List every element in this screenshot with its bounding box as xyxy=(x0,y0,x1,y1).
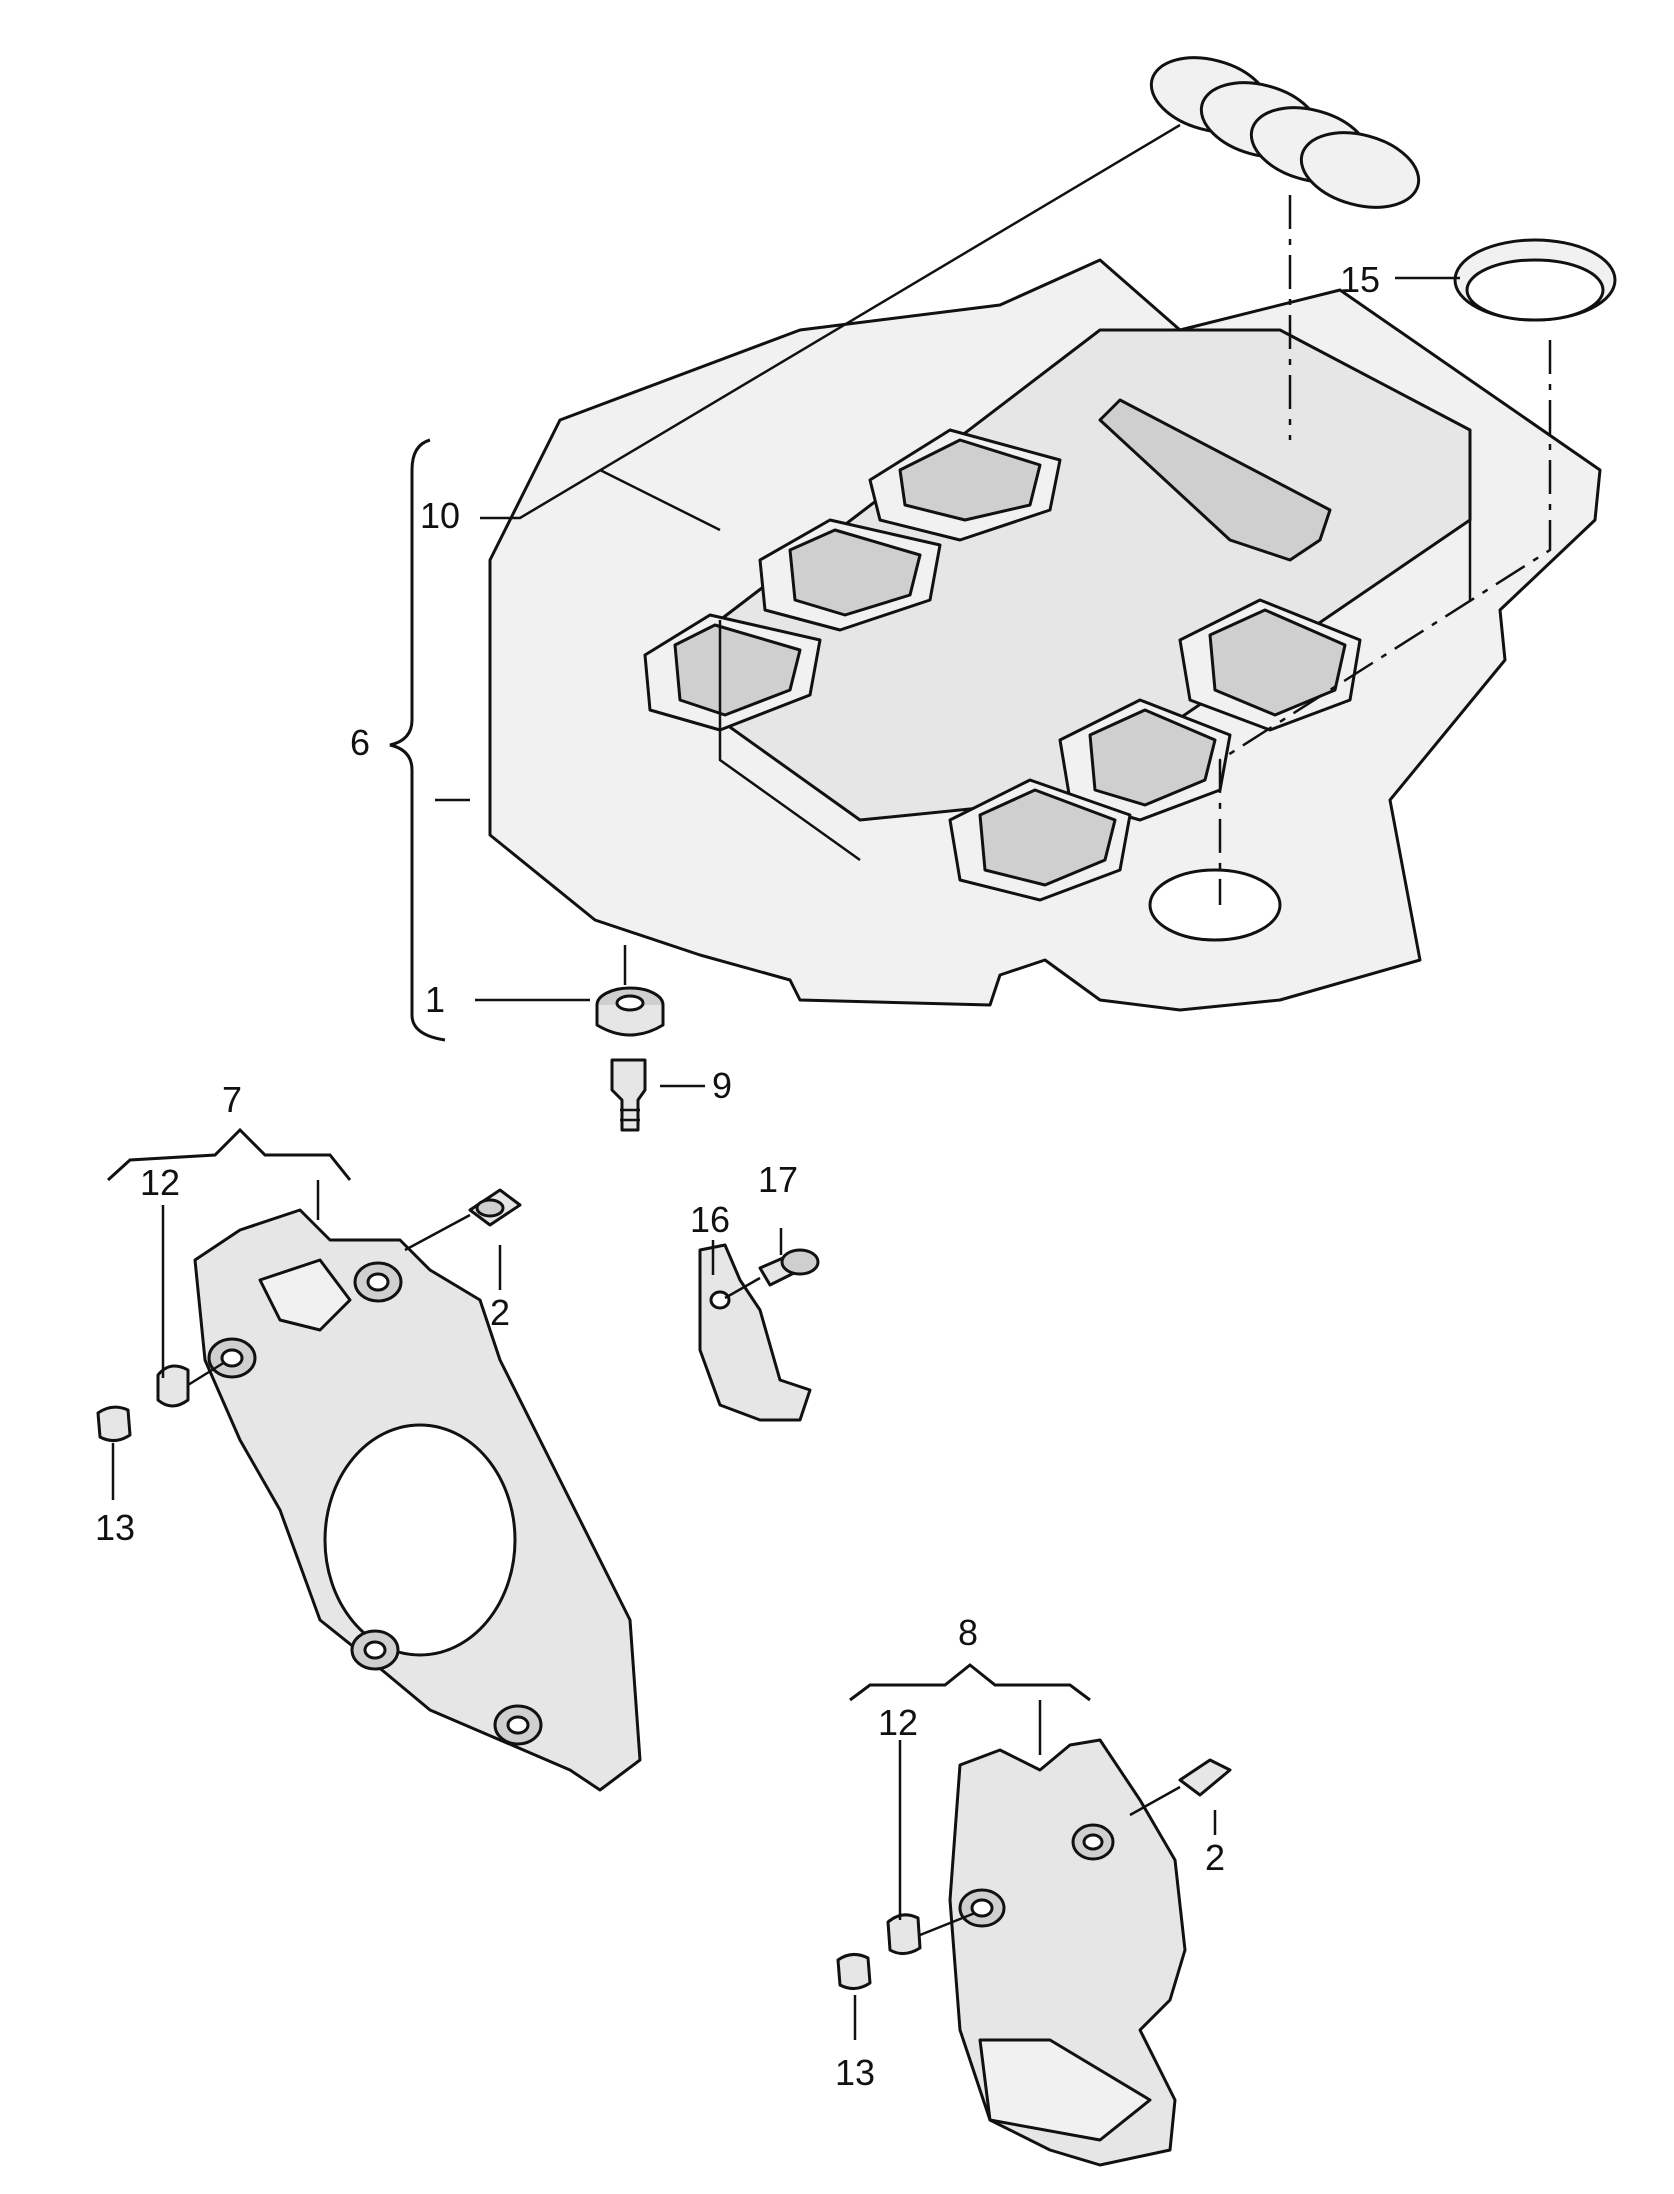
label-2-panel7: 2 xyxy=(490,1292,510,1333)
bolt-17 xyxy=(724,1248,820,1300)
engine-cover xyxy=(488,258,1602,1012)
audi-rings-emblem xyxy=(1149,56,1421,209)
group-brackets xyxy=(106,438,1091,1702)
label-6: 6 xyxy=(350,722,370,763)
heat-shield-8 xyxy=(948,1738,1187,2167)
label-15: 15 xyxy=(1340,259,1380,300)
label-16: 16 xyxy=(690,1199,730,1240)
label-13-panel7: 13 xyxy=(95,1507,135,1548)
callout-leaders xyxy=(111,123,1460,2040)
label-7: 7 xyxy=(222,1079,242,1120)
label-9: 9 xyxy=(712,1065,732,1106)
label-17: 17 xyxy=(758,1159,798,1200)
trim-ring-15 xyxy=(1453,238,1617,322)
heat-shield-7 xyxy=(193,1208,642,1792)
ball-stud-9 xyxy=(610,1058,647,1132)
bracket-16 xyxy=(698,1243,812,1422)
panel8-hardware xyxy=(836,1758,1232,1990)
label-1: 1 xyxy=(425,979,445,1020)
panel7-hardware xyxy=(96,1188,522,1442)
label-13-panel8: 13 xyxy=(835,2052,875,2093)
label-10: 10 xyxy=(420,495,460,536)
label-12-panel7: 12 xyxy=(140,1162,180,1203)
label-8: 8 xyxy=(958,1612,978,1653)
assembly-centerlines xyxy=(623,195,1552,985)
rubber-grommet-1 xyxy=(595,986,665,1037)
part-number-labels: 10 15 6 1 9 7 12 13 2 16 17 8 12 13 2 xyxy=(95,259,1380,2093)
label-2-panel8: 2 xyxy=(1205,1837,1225,1878)
label-12-panel8: 12 xyxy=(878,1702,918,1743)
